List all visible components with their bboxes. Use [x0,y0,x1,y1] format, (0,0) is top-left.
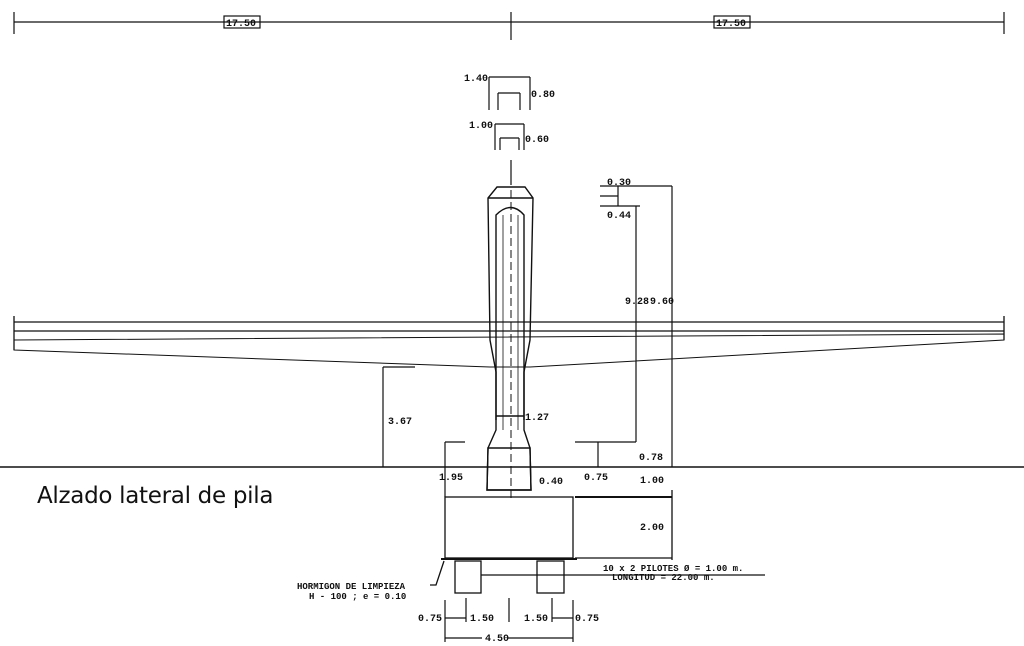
dim-height-inner: 9.28 [625,297,649,308]
dim-pile-edge-left: 0.75 [418,614,442,625]
footing-width-dims [444,598,574,642]
dim-base-flare: 0.78 [639,453,663,464]
deck [13,316,1005,368]
pier-column [486,186,534,500]
dim-half-span-left: 17.50 [226,19,256,30]
dim-footing-width: 4.50 [485,634,509,645]
lean-concrete-note-line2: H - 100 ; e = 0.10 [309,592,406,602]
dim-top-width-inner: 0.80 [531,90,555,101]
dim-plinth: 0.40 [539,477,563,488]
dim-top-width-outer: 1.40 [464,74,488,85]
dim-height-total: 9.60 [650,297,674,308]
overall-span-dimension [13,12,1005,40]
piles [430,560,765,594]
dim-pile-edge-right: 0.75 [575,614,599,625]
dim-left-offset: 1.95 [439,473,463,484]
dim-shaft-width: 1.27 [525,413,549,424]
lean-concrete-note-line1: HORMIGON DE LIMPIEZA [297,582,406,592]
dim-half-span-right: 17.50 [716,19,746,30]
dim-cap-b: 0.44 [607,211,631,222]
pier-top-width-dims [488,76,531,185]
dim-pile-spacing-2: 1.50 [524,614,548,625]
dim-mid-width-inner: 0.60 [525,135,549,146]
piles-note-line1: 10 x 2 PILOTES Ø = 1.00 m. [603,564,743,574]
clearance-dim [382,366,465,497]
drawing-title: Alzado lateral de pila [37,483,274,509]
dim-cap-a: 0.30 [607,178,631,189]
footing [441,490,673,560]
dim-footing-depth: 2.00 [640,523,664,534]
pier-height-dims [575,185,673,467]
dim-mid-width-outer: 1.00 [469,121,493,132]
dim-deck-clearance: 3.67 [388,417,412,428]
dim-pile-spacing-1: 1.50 [470,614,494,625]
dim-right-offset: 0.75 [584,473,608,484]
piles-note-line2: LONGITUD = 22.00 m. [612,573,715,583]
dim-embedment: 1.00 [640,476,664,487]
